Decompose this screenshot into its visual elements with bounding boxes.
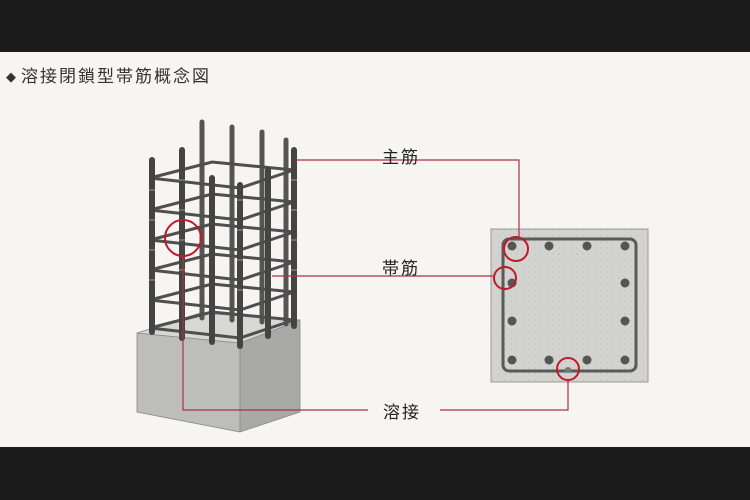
- diamond-bullet-icon: ◆: [6, 70, 18, 85]
- leader-lines: [182, 159, 569, 411]
- hoop-label: 帯筋: [382, 259, 420, 279]
- weld-leader-right: [440, 381, 569, 411]
- hoop-ring: [149, 160, 295, 190]
- page-title-text: 溶接閉鎖型帯筋概念図: [21, 67, 211, 87]
- hoops: [149, 160, 295, 340]
- main-bar-dots: [507, 241, 630, 365]
- hoop-ring: [149, 192, 295, 222]
- weld-label: 溶接: [383, 403, 421, 423]
- main-bar-ticks: [149, 179, 297, 291]
- column-base-block: [136, 312, 301, 433]
- page-title: ◆溶接閉鎖型帯筋概念図: [6, 62, 211, 87]
- weld-section-highlight-circle: [556, 357, 580, 381]
- bottom-black-band: [0, 447, 750, 500]
- main-bar-leader: [294, 159, 520, 238]
- main-bar-label: 主筋: [382, 148, 420, 168]
- hoop-highlight-circle: [493, 266, 517, 290]
- weld-leader-left: [182, 256, 368, 411]
- main-bar-highlight-circle: [503, 236, 529, 262]
- cross-section: [490, 228, 649, 383]
- hoop-ring: [149, 222, 295, 252]
- hoop-ring: [149, 282, 295, 312]
- top-black-band: [0, 0, 750, 52]
- main-bars-front: [149, 147, 297, 349]
